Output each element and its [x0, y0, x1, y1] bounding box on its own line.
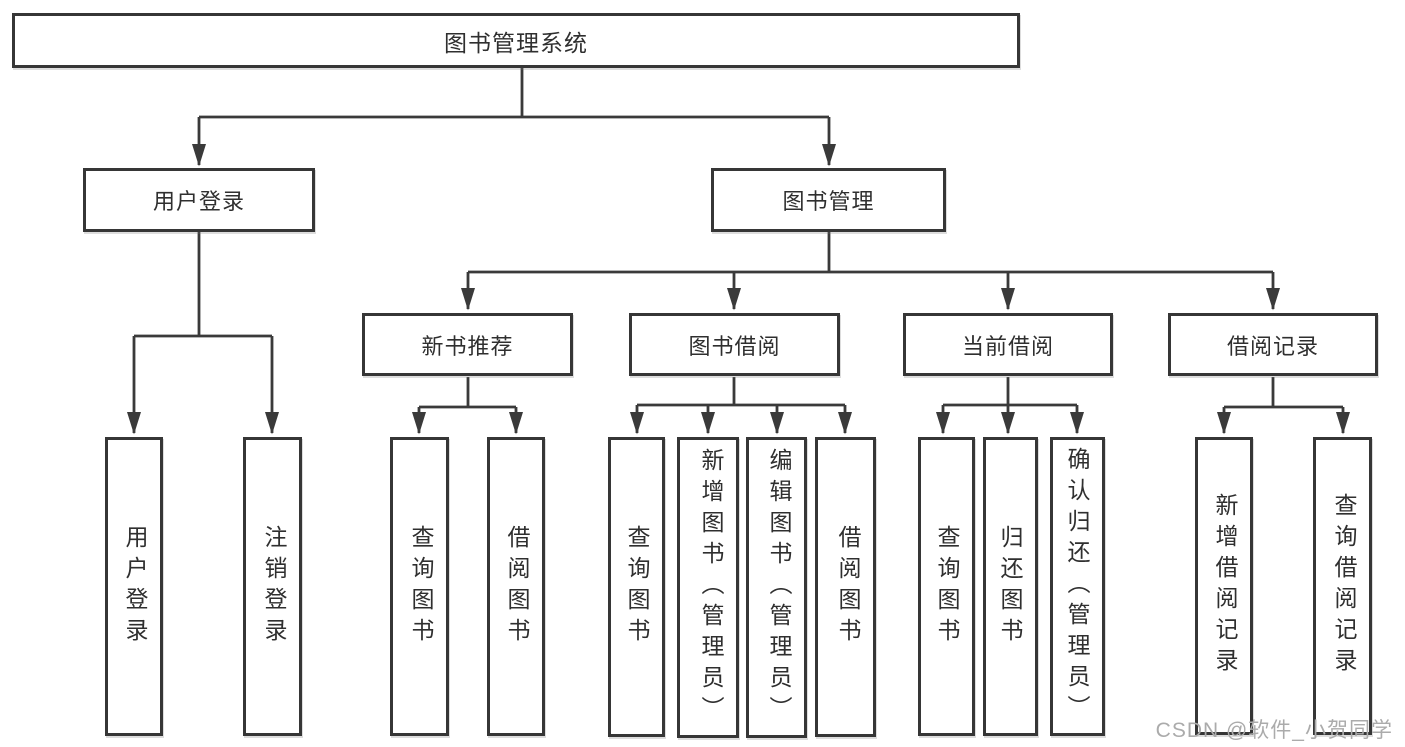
leaf-query-borrow-record: 查询借阅记录: [1313, 437, 1372, 735]
leaf-user-login: 用户登录: [105, 437, 163, 736]
leaf-query-books-recommend: 查询图书: [390, 437, 449, 736]
node-book-borrow: 图书借阅: [629, 313, 840, 376]
tree-rails: [134, 67, 1343, 409]
leaf-edit-books-admin: 编辑图书（管理员）: [746, 437, 807, 738]
csdn-watermark: CSDN @软件_小贺同学: [1155, 719, 1393, 742]
leaf-return-books: 归还图书: [983, 437, 1038, 736]
node-book-management: 图书管理: [711, 168, 946, 232]
leaf-logout: 注销登录: [243, 437, 302, 736]
leaf-add-borrow-record: 新增借阅记录: [1195, 437, 1253, 735]
node-current-borrow: 当前借阅: [903, 313, 1113, 376]
leaf-borrow-books-recommend: 借阅图书: [487, 437, 545, 736]
node-library-management-system: 图书管理系统: [12, 13, 1020, 68]
leaf-query-books-current: 查询图书: [918, 437, 975, 736]
leaf-confirm-return-admin: 确认归还（管理员）: [1050, 437, 1105, 736]
node-borrow-records: 借阅记录: [1168, 313, 1378, 376]
node-user-login: 用户登录: [83, 168, 315, 232]
node-new-book-recommend: 新书推荐: [362, 313, 573, 376]
leaf-borrow-books: 借阅图书: [815, 437, 876, 737]
leaf-add-books-admin: 新增图书（管理员）: [677, 437, 739, 738]
leaf-query-books-borrow: 查询图书: [608, 437, 665, 737]
